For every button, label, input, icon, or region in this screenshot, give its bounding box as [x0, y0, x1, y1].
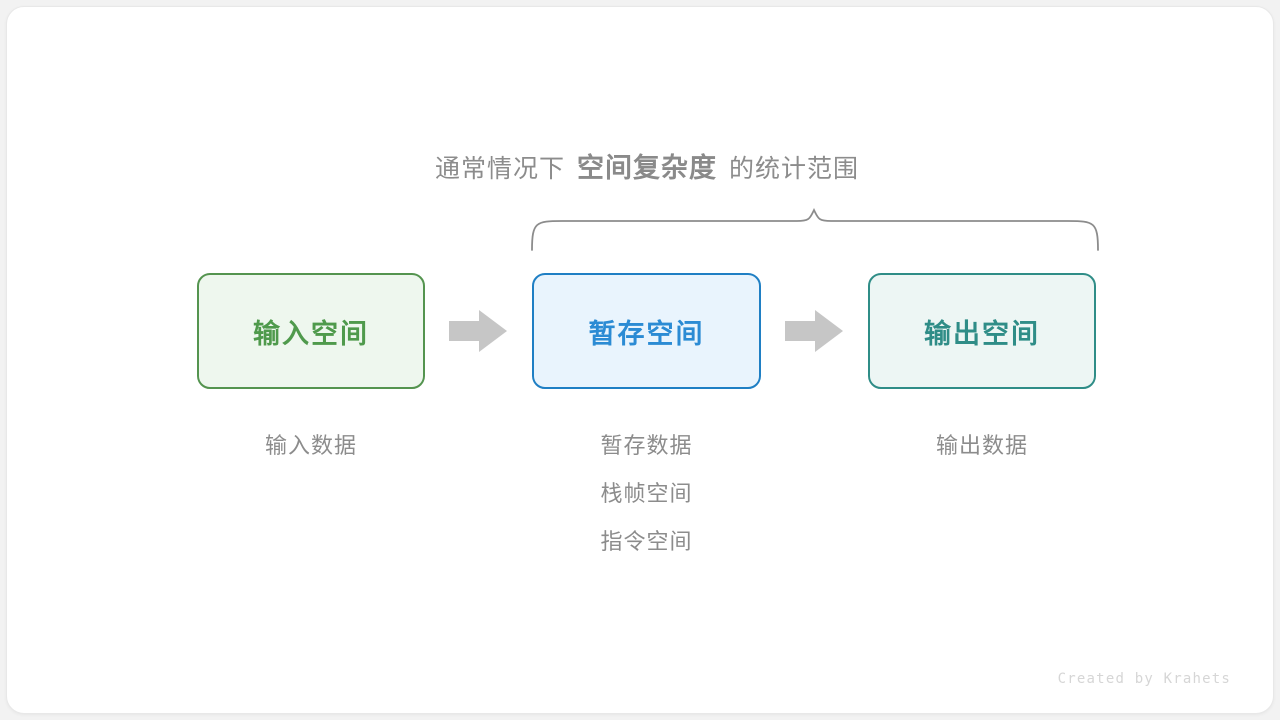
- input-caption-group: 输入数据: [197, 422, 425, 470]
- output-caption-group: 输出数据: [868, 422, 1096, 470]
- input-space-label: 输入空间: [253, 318, 369, 349]
- arrow-right-icon: [785, 310, 843, 352]
- arrow-right-icon: [449, 310, 507, 352]
- output-space-label: 输出空间: [924, 318, 1040, 349]
- title-prefix: 通常情况下: [434, 155, 565, 183]
- buffer-space-box: 暂存空间: [532, 273, 761, 389]
- title-emphasis: 空间复杂度: [577, 153, 717, 183]
- output-space-box: 输出空间: [868, 273, 1096, 389]
- caption-line: 栈帧空间: [600, 481, 693, 506]
- caption-line: 指令空间: [600, 529, 693, 554]
- caption-line: 暂存数据: [600, 433, 693, 458]
- input-space-box: 输入空间: [197, 273, 425, 389]
- slide-card: 通常情况下空间复杂度的统计范围 输入空间 暂存空间 输出空间 输入数据: [6, 6, 1274, 714]
- page-title: 通常情况下空间复杂度的统计范围: [7, 153, 1273, 183]
- credit-text: Created by Krahets: [1057, 671, 1231, 687]
- caption-line: 输出数据: [935, 433, 1028, 458]
- title-suffix: 的统计范围: [729, 155, 860, 183]
- buffer-space-label: 暂存空间: [588, 318, 705, 349]
- curly-brace-icon: [531, 207, 1099, 251]
- buffer-caption-group: 暂存数据 栈帧空间 指令空间: [532, 422, 761, 566]
- caption-line: 输入数据: [264, 433, 357, 458]
